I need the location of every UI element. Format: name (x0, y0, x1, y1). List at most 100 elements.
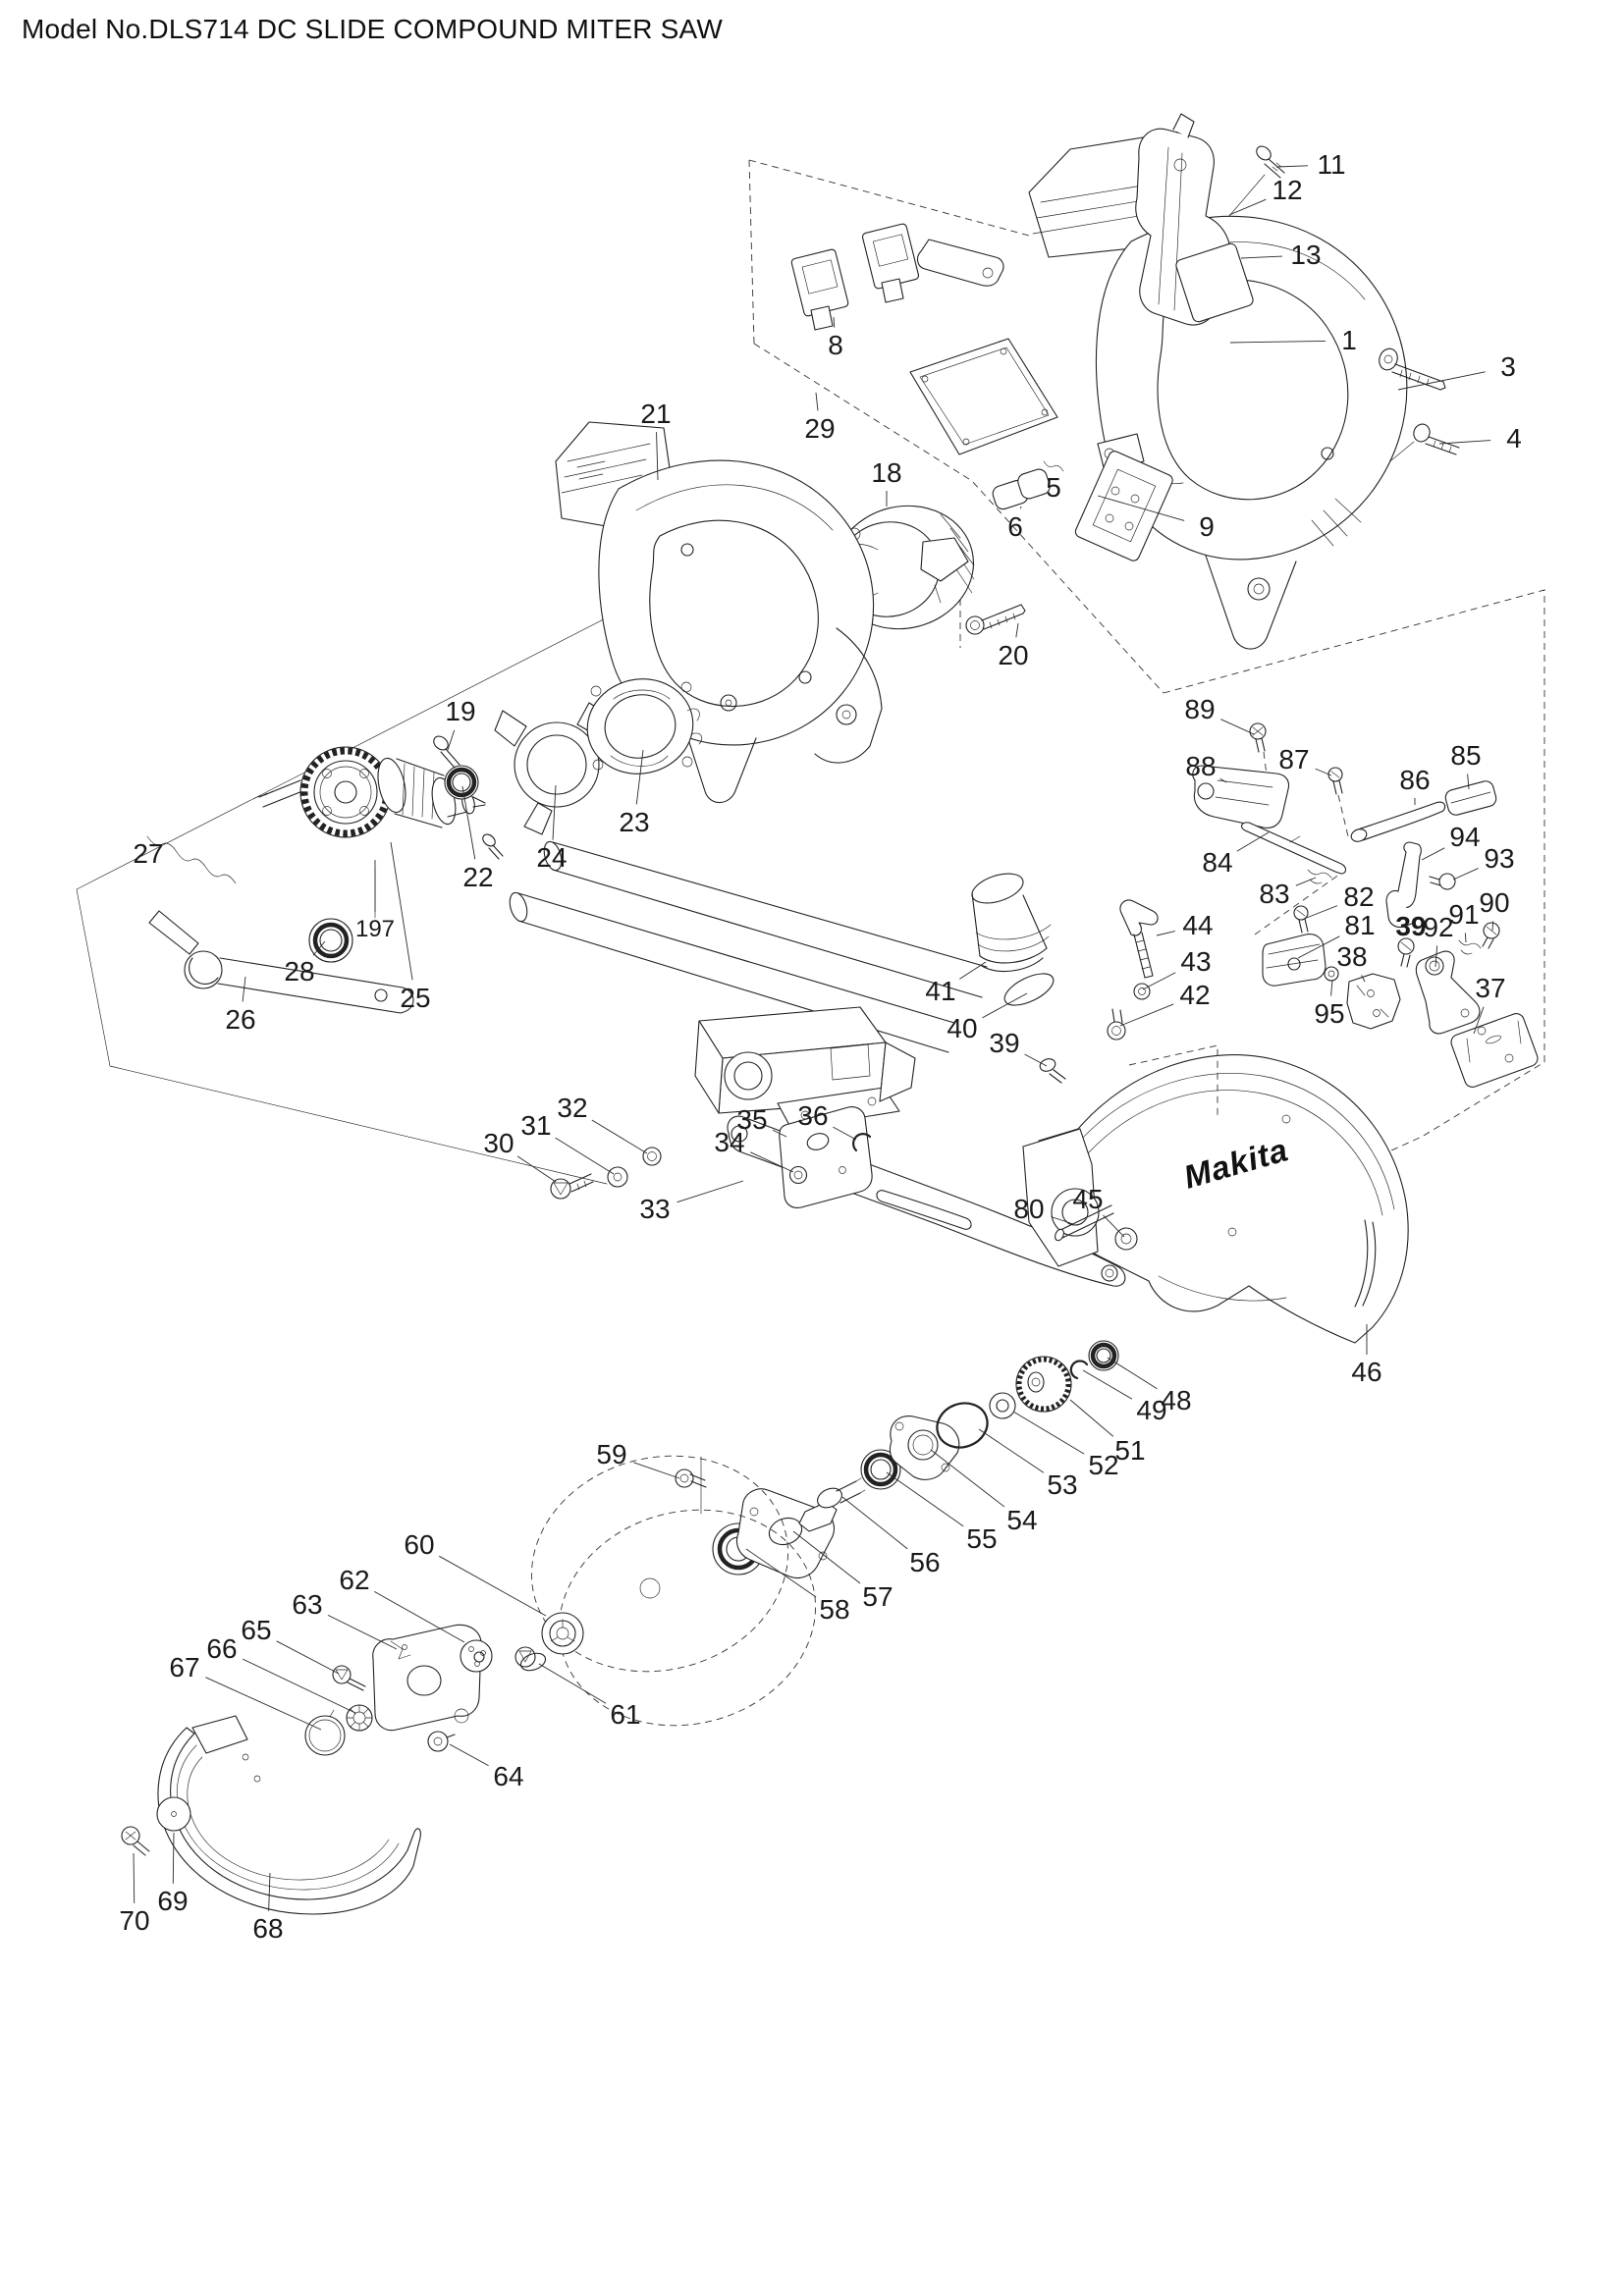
terminal-clips-and-panel (790, 223, 1058, 455)
part-label-86: 86 (1399, 765, 1431, 795)
leader-line-4 (1438, 440, 1491, 445)
part-label-28: 28 (284, 956, 315, 987)
part-label-52: 52 (1088, 1450, 1119, 1480)
leader-line-44 (1156, 931, 1175, 936)
leader-line-45 (1103, 1214, 1125, 1238)
leader-line-68 (268, 1872, 271, 1911)
leader-line-8 (833, 316, 836, 328)
link-arm-group (550, 1106, 1126, 1287)
part-label-85: 85 (1450, 740, 1482, 771)
blade-guard-group (121, 1612, 584, 1915)
leader-line-67 (205, 1677, 322, 1731)
leader-line-61 (538, 1663, 607, 1704)
part-label-55: 55 (966, 1523, 998, 1554)
part-label-82: 82 (1343, 881, 1375, 912)
leader-line-54 (930, 1449, 1005, 1508)
part-label-9: 9 (1199, 511, 1215, 542)
part-label-25: 25 (400, 983, 431, 1013)
part-label-3: 3 (1500, 351, 1516, 382)
part-label-69: 69 (157, 1886, 189, 1916)
leader-line-29 (815, 392, 819, 411)
leader-line-91 (1464, 933, 1467, 943)
part-label-70: 70 (119, 1905, 150, 1936)
part-label-48: 48 (1161, 1385, 1192, 1415)
part-label-56: 56 (909, 1547, 941, 1577)
part-label-43: 43 (1180, 946, 1212, 977)
part-label-30: 30 (483, 1128, 514, 1158)
leader-line-89 (1220, 719, 1255, 735)
leader-line-25 (390, 841, 413, 981)
leader-line-11 (1275, 165, 1309, 168)
part-label-93: 93 (1484, 843, 1515, 874)
part-label-51: 51 (1114, 1435, 1146, 1466)
leader-line-40 (982, 992, 1028, 1019)
part-label-26: 26 (225, 1004, 256, 1035)
leader-line-69 (172, 1832, 175, 1884)
leader-line-30 (516, 1155, 557, 1183)
part-label-34: 34 (714, 1127, 745, 1157)
part-label-11: 11 (1317, 149, 1346, 180)
leader-line-31 (555, 1137, 615, 1175)
part-label-62: 62 (339, 1565, 370, 1595)
part-label-87: 87 (1278, 744, 1310, 774)
leader-line-81 (1297, 935, 1340, 959)
leader-line-85 (1467, 774, 1470, 790)
leader-line-52 (1012, 1411, 1085, 1455)
part-label-13: 13 (1290, 240, 1322, 270)
part-label-40: 40 (947, 1013, 978, 1043)
leader-line-93 (1452, 868, 1479, 881)
part-label-33: 33 (639, 1194, 671, 1224)
leader-line-19 (447, 729, 456, 751)
part-label-20: 20 (998, 640, 1029, 670)
part-label-5: 5 (1046, 472, 1061, 503)
handle-latch-and-label (1135, 113, 1285, 326)
leader-line-59 (633, 1462, 680, 1479)
leader-line-21 (656, 432, 659, 481)
part-label-36: 36 (797, 1100, 829, 1131)
leader-line-32 (591, 1119, 648, 1154)
leader-line-35 (772, 1129, 787, 1138)
part-label-197: 197 (354, 916, 396, 942)
blade-case: Makita (1022, 1044, 1409, 1344)
part-label-91: 91 (1448, 899, 1480, 930)
part-label-61: 61 (610, 1699, 641, 1730)
leader-line-56 (841, 1496, 908, 1550)
part-label-23: 23 (619, 807, 650, 837)
part-label-63: 63 (292, 1589, 323, 1620)
part-label-57: 57 (862, 1581, 893, 1612)
leader-line-33 (677, 1180, 744, 1203)
part-label-29: 29 (804, 413, 836, 444)
leader-line-88 (1219, 777, 1227, 783)
leader-line-63 (327, 1614, 398, 1650)
part-label-18: 18 (871, 457, 902, 488)
part-label-24: 24 (536, 842, 568, 873)
part-label-37: 37 (1475, 973, 1506, 1003)
part-label-46: 46 (1351, 1357, 1382, 1387)
leader-line-92 (1435, 945, 1438, 968)
part-label-53: 53 (1047, 1469, 1078, 1500)
part-label-90: 90 (1479, 887, 1510, 918)
leader-line-28 (312, 940, 326, 956)
leader-line-23 (635, 749, 644, 805)
part-label-88: 88 (1185, 751, 1217, 781)
part-label-31: 31 (520, 1110, 552, 1141)
part-label-83: 83 (1259, 879, 1290, 909)
part-label-66: 66 (206, 1633, 238, 1664)
part-label-58: 58 (819, 1594, 850, 1625)
leader-line-87 (1315, 768, 1332, 776)
part-label-8: 8 (828, 330, 843, 360)
housing-left-half (555, 421, 969, 804)
part-label-4: 4 (1506, 423, 1522, 454)
leader-line-41 (959, 961, 987, 980)
leader-line-80 (1051, 1216, 1074, 1225)
switch-assembly (965, 433, 1173, 635)
part-label-94: 94 (1449, 822, 1481, 852)
stopper-lever-cluster (1192, 722, 1539, 1088)
leader-line-83 (1295, 877, 1317, 886)
part-label-35: 35 (736, 1104, 768, 1135)
part-label-45: 45 (1072, 1184, 1104, 1214)
part-label-19: 19 (445, 696, 476, 726)
